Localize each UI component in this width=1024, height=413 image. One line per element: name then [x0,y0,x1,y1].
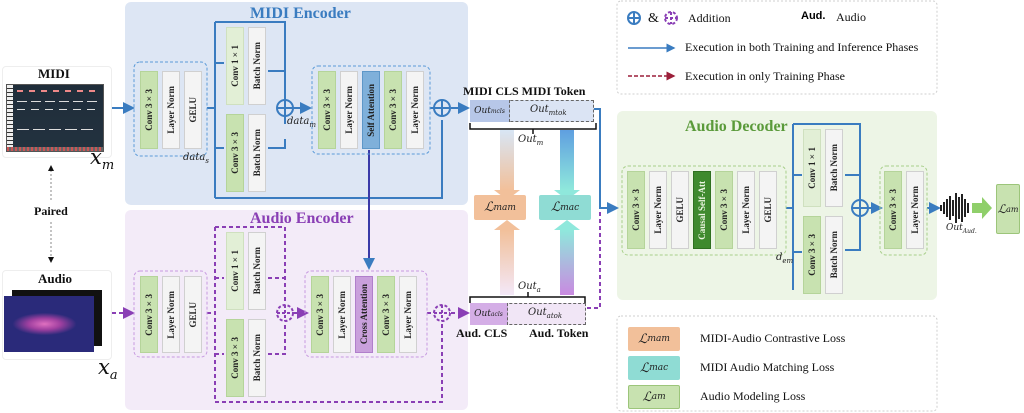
paired-label: Paired [34,204,68,218]
midi-token-output: Outmtok [530,104,567,117]
midi-attn-conv-1: Conv 3×3 [318,71,336,149]
midi-branch-conv1x1: Conv 1×1 [226,27,244,105]
audio-input-symbol: xa [98,355,118,383]
audio-spectrogram-image-front [4,296,94,352]
decoder-branch-conv3x3: Conv 3×3 [803,216,821,294]
legend-aud-abbrev: Aud. [801,10,826,22]
audio-add-1-icon [276,304,294,322]
audio-decoder-panel [617,111,937,300]
audio-encoder-title: Audio Encoder [250,210,354,227]
symbol-main: x [98,355,110,379]
midi-attn-layernorm-2: Layer Norm [406,71,424,149]
audio-branch-bn-top: Batch Norm [248,232,266,310]
decoder-branch-bn-top: Batch Norm [825,129,843,207]
decoder-causal-self-attention: Causal Self-Att [693,171,711,249]
midi-stem-layernorm: Layer Norm [162,71,180,149]
legend-solid-label: Execution in both Training and Inference… [685,40,919,54]
midi-input-label: MIDI [38,66,70,81]
audio-add-2-icon [433,304,451,322]
audio-attn-layernorm-2: Layer Norm [399,276,417,353]
decoder-stem-gelu-2: GELU [759,171,777,249]
decoder-d-em-label: dem [776,252,794,265]
midi-encoder-title: MIDI Encoder [250,5,351,22]
decoder-output-label: OutAud. [946,223,977,235]
audio-token-output: Outatok [528,307,563,320]
midi-branch-bn-top: Batch Norm [248,27,266,105]
audio-cross-attention: Cross Attention [355,276,373,353]
legend-loss-am-label: Audio Modeling Loss [700,389,806,403]
audio-branch-conv1x1: Conv 1×1 [226,232,244,310]
midi-input-symbol: xm [90,145,114,173]
legend-add-blue-icon [627,11,641,25]
decoder-branch-bn-bottom: Batch Norm [825,216,843,294]
decoder-stem-layernorm-2: Layer Norm [737,171,755,249]
midi-data-m-label: datam [287,116,316,129]
midi-attn-conv-2: Conv 3×3 [384,71,402,149]
decoder-branch-conv1x1: Conv 1×1 [803,129,821,207]
midi-pianoroll-image [6,84,104,152]
midi-add-2-icon [433,99,451,117]
audio-stem-conv: Conv 3×3 [140,276,158,353]
legend-loss-mac-label: MIDI Audio Matching Loss [700,360,835,374]
decoder-final-layernorm: Layer Norm [906,171,924,249]
audio-branch-conv3x3: Conv 3×3 [226,319,244,397]
decoder-stem-gelu-1: GELU [671,171,689,249]
midi-self-attention: Self Attention [362,71,380,149]
decoder-stem-conv-1: Conv 3×3 [627,171,645,249]
audio-stem-layernorm: Layer Norm [162,276,180,353]
audio-input-label: Audio [38,271,72,286]
audio-decoder-title: Audio Decoder [685,118,788,135]
decoder-stem-conv-2: Conv 3×3 [715,171,733,249]
audio-cls-label: Aud. CLS [456,326,508,340]
legend-aud-full: Audio [836,10,866,24]
midi-branch-bn-bottom: Batch Norm [248,114,266,192]
decoder-final-conv: Conv 3×3 [884,171,902,249]
audio-waveform-icon [940,193,969,223]
audio-attn-layernorm-1: Layer Norm [333,276,351,353]
midi-stem-conv: Conv 3×3 [140,71,158,149]
decoder-add-icon [851,199,869,217]
midi-branch-conv3x3: Conv 3×3 [226,114,244,192]
symbol-main: x [90,145,102,169]
audio-stem-gelu: GELU [184,276,202,353]
legend-ampersand: & [648,11,659,26]
audio-out-a-label: Outa [518,281,541,294]
midi-data-s-label: datas [183,152,209,165]
legend-dashed-label: Execution in only Training Phase [685,69,845,83]
legend-addition-label: Addition [688,11,731,25]
legend-add-purple-icon [664,11,678,25]
midi-add-1-icon [276,99,294,117]
audio-branch-bn-bottom: Batch Norm [248,319,266,397]
midi-output-header: MIDI CLS MIDI Token [463,84,586,98]
audio-attn-conv-2: Conv 3×3 [377,276,395,353]
midi-out-m-label: Outm [518,134,544,147]
decoder-stem-layernorm-1: Layer Norm [649,171,667,249]
audio-attn-conv-1: Conv 3×3 [311,276,329,353]
midi-attn-layernorm-1: Layer Norm [340,71,358,149]
legend-loss-mam-label: MIDI-Audio Contrastive Loss [700,331,846,345]
symbol-sub: m [101,158,115,174]
audio-token-label: Aud. Token [529,326,589,340]
midi-stem-gelu: GELU [184,71,202,149]
symbol-sub: a [109,368,118,384]
